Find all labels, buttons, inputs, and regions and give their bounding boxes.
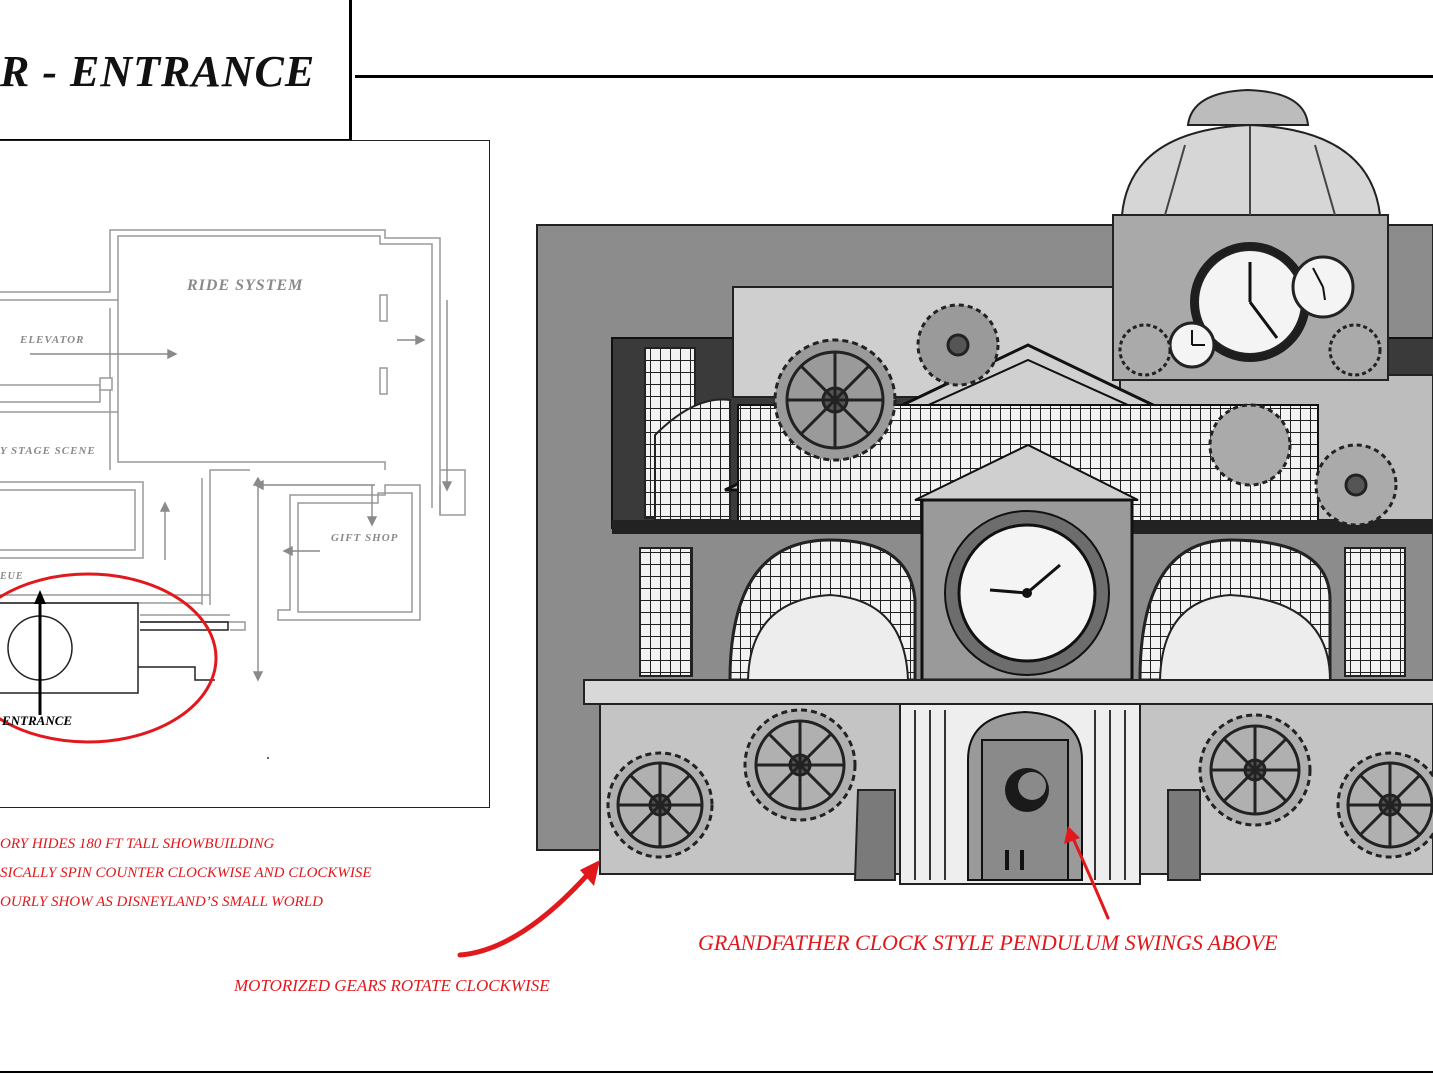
title-box bbox=[0, 0, 352, 142]
gift-shop-label: GIFT SHOP bbox=[331, 532, 399, 544]
floor-plan-drawing bbox=[0, 229, 466, 759]
pendulum-callout: GRANDFATHER CLOCK STYLE PENDULUM SWINGS … bbox=[698, 930, 1278, 955]
floor-plan-panel bbox=[0, 140, 490, 808]
note-3: OURLY SHOW AS DISNEYLAND’S SMALL WORLD bbox=[0, 894, 323, 910]
elevator-label: ELEVATOR bbox=[20, 334, 85, 346]
note-2: SICALLY SPIN COUNTER CLOCKWISE AND CLOCK… bbox=[0, 865, 372, 881]
bottom-rule bbox=[0, 1071, 1433, 1073]
queue-label: EUE bbox=[0, 571, 24, 582]
ride-system-label: RIDE SYSTEM bbox=[187, 277, 304, 294]
entrance-label: ENTRANCE bbox=[2, 713, 73, 728]
page-title: R - ENTRANCE bbox=[0, 47, 316, 96]
stage-scene-label: Y STAGE SCENE bbox=[0, 445, 96, 457]
clocktower-facade-illustration bbox=[536, 88, 1433, 885]
note-1: ORY HIDES 180 FT TALL SHOWBUILDING bbox=[0, 836, 275, 852]
top-rule bbox=[355, 75, 1433, 78]
gears-callout: MOTORIZED GEARS ROTATE CLOCKWISE bbox=[234, 976, 550, 995]
